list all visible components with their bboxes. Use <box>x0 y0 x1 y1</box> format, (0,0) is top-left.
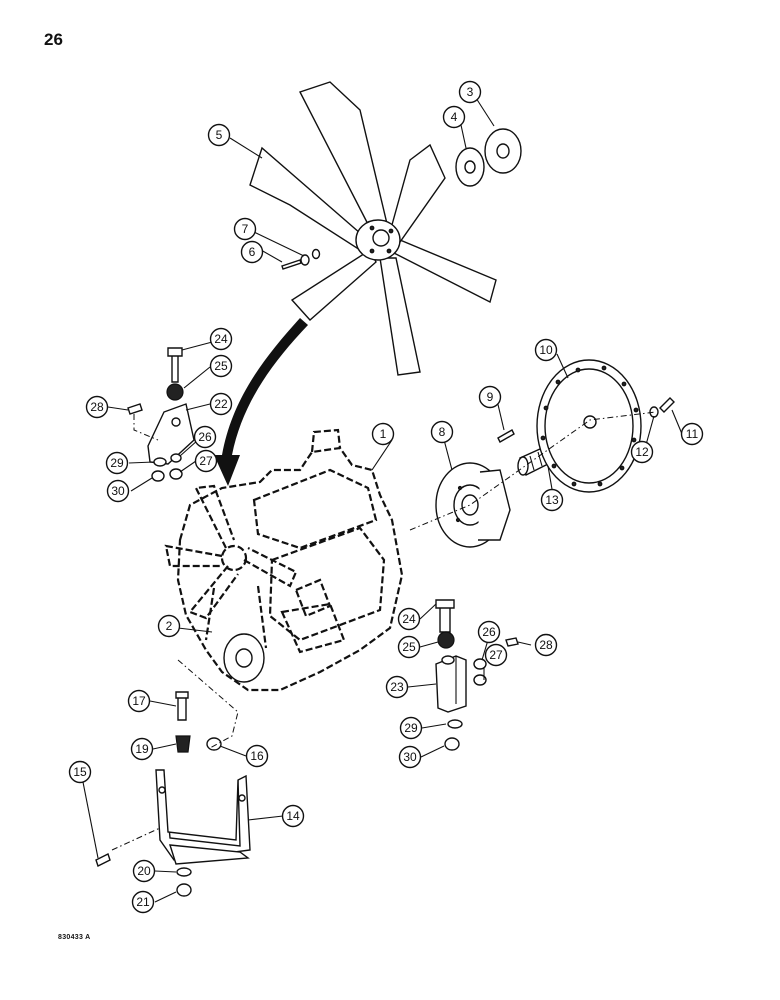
fan-spacer-4 <box>455 147 485 187</box>
fan-assembly <box>249 81 522 376</box>
callout-28-right: 28 <box>534 633 558 657</box>
callout-15: 15 <box>68 760 92 784</box>
callout-17: 17 <box>127 689 151 713</box>
svg-text:9: 9 <box>487 390 494 404</box>
svg-text:14: 14 <box>286 809 300 823</box>
svg-text:8: 8 <box>439 425 446 439</box>
callout-10: 10 <box>534 338 558 362</box>
svg-text:23: 23 <box>390 680 404 694</box>
callout-8: 8 <box>430 420 454 444</box>
callout-13: 13 <box>540 488 564 512</box>
front-mount-left <box>127 347 195 482</box>
svg-text:10: 10 <box>539 343 553 357</box>
callout-25-right: 25 <box>397 635 421 659</box>
leader-lines <box>80 97 683 903</box>
svg-text:20: 20 <box>137 864 151 878</box>
callout-27-right: 27 <box>484 643 508 667</box>
svg-text:30: 30 <box>111 484 125 498</box>
svg-text:6: 6 <box>249 245 256 259</box>
callout-25-left: 25 <box>209 354 233 378</box>
svg-text:26: 26 <box>482 625 496 639</box>
callout-19: 19 <box>130 737 154 761</box>
svg-text:2: 2 <box>166 619 173 633</box>
flex-plate-10 <box>536 359 642 493</box>
svg-text:29: 29 <box>110 456 124 470</box>
callout-21: 21 <box>131 890 155 914</box>
callout-29-left: 29 <box>105 451 129 475</box>
callout-2: 2 <box>157 614 181 638</box>
callout-30-right: 30 <box>398 745 422 769</box>
callout-14: 14 <box>281 804 305 828</box>
svg-text:11: 11 <box>686 427 699 441</box>
callout-4: 4 <box>442 105 466 129</box>
svg-text:27: 27 <box>489 648 503 662</box>
svg-text:27: 27 <box>199 454 213 468</box>
callout-5: 5 <box>207 123 231 147</box>
svg-text:25: 25 <box>214 359 228 373</box>
callout-29-right: 29 <box>399 716 423 740</box>
svg-text:26: 26 <box>198 430 212 444</box>
svg-text:4: 4 <box>451 110 458 124</box>
callout-27-left: 27 <box>194 449 218 473</box>
callout-9: 9 <box>478 385 502 409</box>
svg-text:5: 5 <box>216 128 223 142</box>
callout-30-left: 30 <box>106 479 130 503</box>
callout-24-left: 24 <box>209 327 233 351</box>
svg-text:24: 24 <box>214 332 228 346</box>
svg-text:1: 1 <box>380 427 387 441</box>
svg-text:13: 13 <box>545 493 559 507</box>
fan-spacer-3 <box>484 128 522 174</box>
page-number: 26 <box>44 30 63 49</box>
callout-12: 12 <box>630 440 654 464</box>
callout-11: 11 <box>680 422 704 446</box>
callout-16: 16 <box>245 744 269 768</box>
svg-text:17: 17 <box>132 694 146 708</box>
svg-text:12: 12 <box>635 445 649 459</box>
callout-28-left: 28 <box>85 395 109 419</box>
svg-text:28: 28 <box>90 400 104 414</box>
front-support-14 <box>95 659 251 897</box>
svg-text:15: 15 <box>73 765 87 779</box>
svg-text:25: 25 <box>402 640 416 654</box>
svg-text:21: 21 <box>136 895 150 909</box>
callout-7: 7 <box>233 217 257 241</box>
callout-24-right: 24 <box>397 607 421 631</box>
svg-text:29: 29 <box>404 721 418 735</box>
svg-text:3: 3 <box>467 85 474 99</box>
svg-text:30: 30 <box>403 750 417 764</box>
callout-22: 22 <box>209 392 233 416</box>
drawing-reference-number: 830433 A <box>58 934 91 941</box>
callout-23: 23 <box>385 675 409 699</box>
drive-plate-8 <box>435 462 511 548</box>
callout-20: 20 <box>132 859 156 883</box>
svg-text:28: 28 <box>539 638 553 652</box>
callout-6: 6 <box>240 240 264 264</box>
rear-mount-right <box>435 599 519 751</box>
svg-text:7: 7 <box>242 222 249 236</box>
callout-1: 1 <box>371 422 395 446</box>
callout-3: 3 <box>458 80 482 104</box>
svg-text:19: 19 <box>135 742 149 756</box>
callout-26-right: 26 <box>477 620 501 644</box>
fan-location-arrow <box>214 318 308 486</box>
callout-26-left: 26 <box>193 425 217 449</box>
svg-text:22: 22 <box>214 397 228 411</box>
svg-text:24: 24 <box>402 612 416 626</box>
svg-text:16: 16 <box>250 749 264 763</box>
